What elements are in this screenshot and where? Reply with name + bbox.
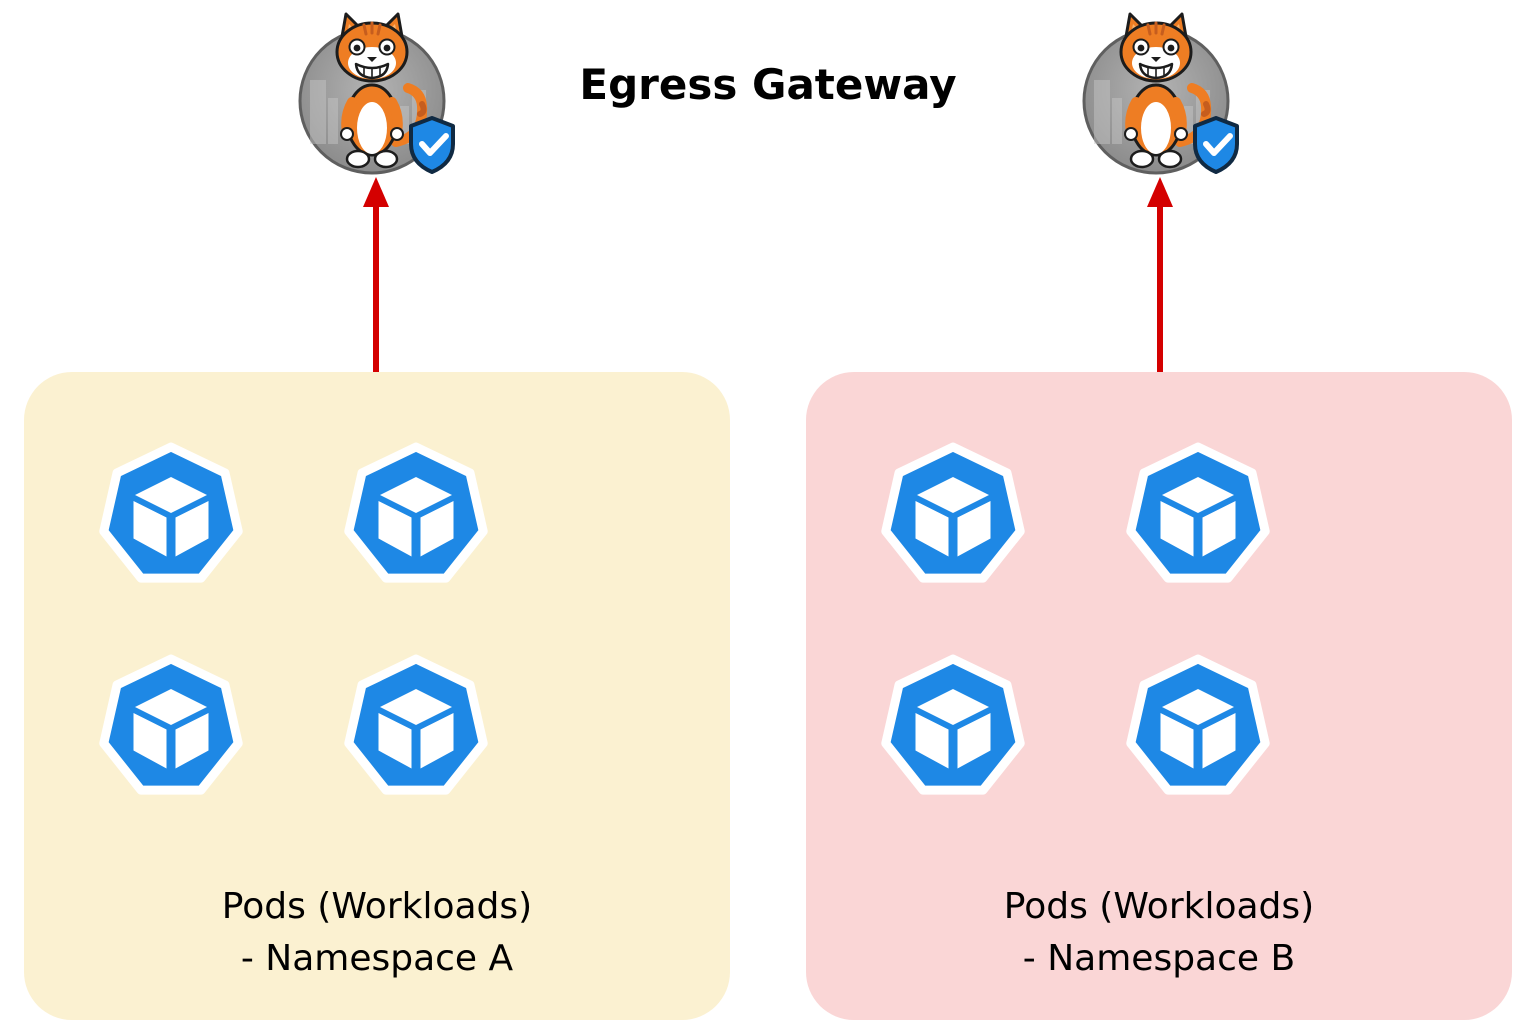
egress-gateway-node-b	[1078, 6, 1240, 178]
calico-cat-gateway-icon	[1078, 6, 1240, 178]
diagram-title: Egress Gateway	[579, 60, 957, 109]
egress-gateway-node-a	[294, 6, 456, 178]
pod-icon	[341, 438, 491, 588]
pod-icon	[878, 650, 1028, 800]
namespace-a-pods	[96, 438, 491, 800]
pod-icon	[341, 650, 491, 800]
namespace-b-box: Pods (Workloads) - Namespace B	[806, 372, 1512, 1020]
egress-arrow-namespace-b	[1145, 177, 1175, 375]
namespace-a-label-line1: Pods (Workloads)	[221, 885, 533, 927]
namespace-b-label-line1: Pods (Workloads)	[1003, 885, 1315, 927]
up-arrow-icon	[361, 177, 391, 375]
up-arrow-icon	[1145, 177, 1175, 375]
egress-arrow-namespace-a	[361, 177, 391, 375]
namespace-b-label-line2: - Namespace B	[1022, 938, 1296, 980]
pod-icon	[1123, 650, 1273, 800]
namespace-a-label: Pods (Workloads) - Namespace A	[24, 881, 730, 986]
namespace-a-label-line2: - Namespace A	[240, 938, 514, 980]
namespace-b-pods	[878, 438, 1273, 800]
pod-icon	[96, 650, 246, 800]
pod-icon	[96, 438, 246, 588]
pod-icon	[1123, 438, 1273, 588]
namespace-a-box: Pods (Workloads) - Namespace A	[24, 372, 730, 1020]
namespace-b-label: Pods (Workloads) - Namespace B	[806, 881, 1512, 986]
calico-cat-gateway-icon	[294, 6, 456, 178]
pod-icon	[878, 438, 1028, 588]
